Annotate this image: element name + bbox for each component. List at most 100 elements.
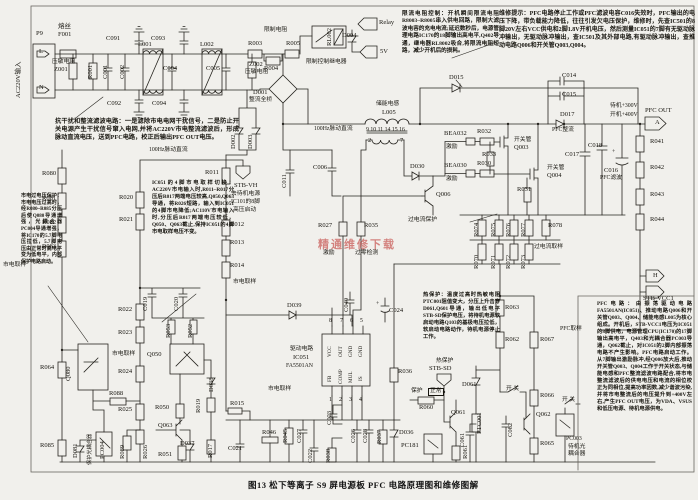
component-label: R042 [650,164,665,171]
component-label: C022 [307,448,314,463]
resistor-r052 [189,319,198,335]
thermistor-ptc001 [471,413,481,433]
component-label: 整流全桥 [249,97,273,103]
component-label: C011 [281,174,288,188]
component-label: Q006 [436,191,451,198]
diode-d030 [403,139,434,181]
component-label: 市电取样 [3,262,27,268]
component-label: 7 [400,137,404,144]
connector-p9 [32,43,56,99]
component-label: R026 [142,444,149,459]
component-label: STB-VCC1 [643,295,674,302]
component-label: 4 [359,397,362,403]
component-label: AC220V输入 [15,61,22,98]
component-label: R005 [286,40,301,47]
component-label: 耦合器 [568,451,586,457]
resistor-r064 [57,361,67,379]
component-label: Q004 [547,172,562,179]
varistor-z001 [68,62,78,80]
component-label: 开 关 [562,397,576,403]
component-label: R075 [490,222,497,237]
connector-stb-vh [235,165,251,180]
component-label: C021 [228,445,243,452]
resistor-r065 [529,437,539,455]
component-label: R083 [42,243,57,250]
resistor-r026 [135,429,145,445]
component-label: D001 [253,89,268,96]
component-label: C093 [151,35,166,42]
component-label: C091 [106,35,121,42]
component-label: 保护光耦合器 [87,433,93,465]
varistor-z002 [247,61,257,79]
component-label: BEA032 [444,130,467,137]
component-label: 市电取样 [268,386,292,392]
component-label: R082 [42,219,57,226]
transistor-q050-box [169,343,205,375]
resistor-r019 [206,397,216,413]
component-label: C061 [459,432,466,447]
watermark: 精通维修下载 [318,239,396,251]
component-label: IC051 [293,354,310,361]
component-label: R077 [520,222,527,237]
component-label: R072 [505,254,512,269]
component-label: R035 [364,222,379,229]
component-label: 限制控制继电器 [306,59,347,65]
resistor-r061 [451,445,461,461]
component-label: R041 [650,138,665,145]
component-label: 2 [339,397,342,403]
component-label: FB [327,375,333,382]
component-label: FA5501AN [286,363,313,369]
component-label: R019 [195,398,202,413]
component-label: PC004 [99,441,106,459]
component-label: A [655,119,660,126]
component-label: R053 [165,323,172,338]
component-label: 开关管 [514,137,532,143]
switch-1 [499,385,527,419]
cap-c061 [465,423,477,463]
transistor-q006 [421,175,434,216]
resistor-r027 [338,221,348,237]
component-label: 开关管 [547,165,565,171]
component-label: PFC OUT [645,107,672,114]
component-label: C006 [313,164,328,171]
component-label: C016 [604,167,619,174]
relay-rl002 [311,25,347,49]
component-label: 压敏电阻 [245,69,269,75]
component-label: C001 [102,64,109,79]
choke-l002 [201,48,223,96]
annotation-note: 限流电阻控制：开机瞬间限流电阻R8003~R8005串入供电回路，限制大滤波电容… [402,11,499,54]
component-label: R037 [376,429,383,444]
diode-d038-chain [203,359,216,463]
connector-relay [357,17,378,31]
component-label: D038 [208,377,215,392]
resistor-r089 [122,435,132,451]
resistor-r017 [206,439,216,455]
component-label: R065 [540,440,555,447]
diode-d004 [347,29,361,53]
component-label: C018 [588,142,603,149]
choke-l001 [142,48,164,96]
component-label: R038 [325,448,332,463]
diode-d036 [389,419,399,463]
resistor-r051 [177,445,187,461]
component-label: D015 [449,74,464,81]
component-label: RL002 [326,27,333,46]
cap-c011 [285,149,295,197]
component-label: 激励 [446,144,458,150]
component-label: C004 [163,65,178,72]
component-label: L002 [200,41,214,48]
component-label: PC181 [401,442,419,449]
component-label: PFC滤波 [600,175,622,181]
component-label: Q063 [158,422,173,429]
annotation-note: 市电过电压保护：市电电压过高时，经R080~R085分压后使Q080导通增强，光… [21,194,62,265]
cap-c016 [615,123,629,216]
component-label: 3 [349,397,352,403]
component-label: 压敏电阻 [52,59,76,65]
component-label: R071 [490,254,497,269]
bridge-d001 [249,53,309,125]
component-label: MUL [348,371,354,383]
component-label: R080 [42,170,57,177]
component-label: C094 [152,100,167,107]
component-label: R023 [118,329,133,336]
component-label: L001 [138,41,152,48]
